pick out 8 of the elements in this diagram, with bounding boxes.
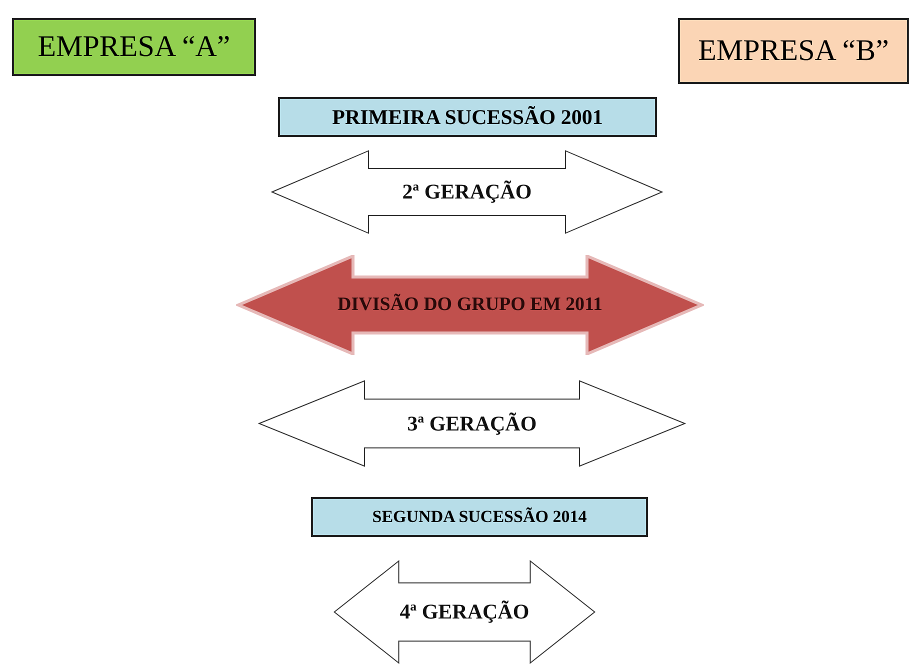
- arrow-label: 4ª GERAÇÃO: [400, 600, 530, 624]
- company-box: EMPRESA “A”: [12, 18, 256, 76]
- company-box: EMPRESA “B”: [678, 18, 909, 84]
- arrow-label: 2ª GERAÇÃO: [402, 180, 532, 204]
- arrow-label: 3ª GERAÇÃO: [407, 411, 537, 436]
- succession-box: PRIMEIRA SUCESSÃO 2001: [278, 97, 657, 137]
- arrow-label: DIVISÃO DO GRUPO EM 2011: [338, 294, 602, 316]
- succession-box: SEGUNDA SUCESSÃO 2014: [311, 497, 648, 537]
